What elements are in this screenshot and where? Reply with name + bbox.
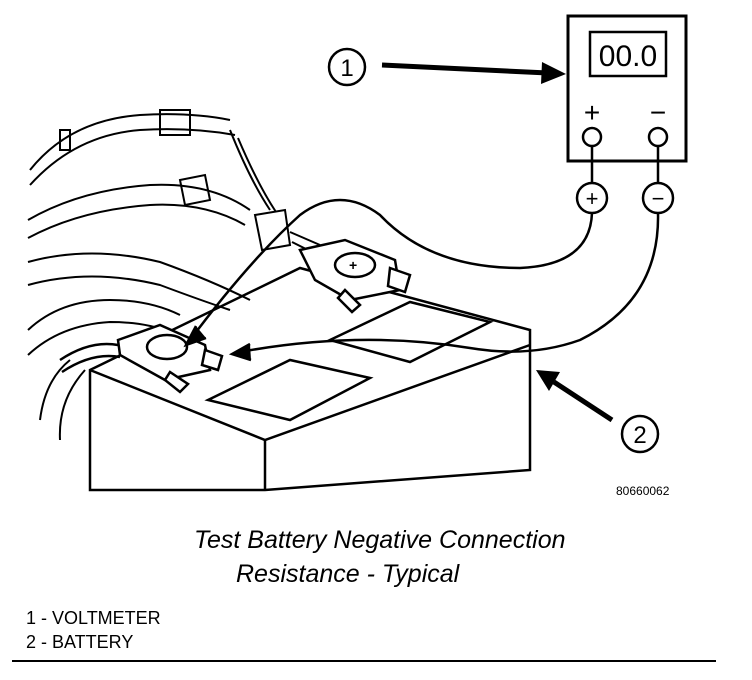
battery-cell-cap-front [204, 358, 374, 422]
callout-2: 2 [536, 370, 660, 454]
legend-item-voltmeter: 1 - VOLTMETER [26, 608, 161, 628]
meter-reading: 00.0 [599, 40, 657, 73]
callout-2-number: 2 [633, 422, 646, 449]
negative-probe-sign: − [652, 186, 665, 211]
callout-1-number: 1 [340, 55, 353, 82]
terminal-sign: + [349, 257, 357, 273]
caption-line-2: Resistance - Typical [236, 560, 460, 588]
bottom-rule [12, 660, 716, 662]
voltmeter-display [588, 30, 668, 78]
caption-line-1: Test Battery Negative Connection [194, 526, 566, 554]
positive-probe-sign: + [586, 186, 599, 211]
battery-cell-cap-rear [326, 300, 494, 364]
battery [88, 266, 532, 492]
battery-test-diagram: + 00.0 + − + − 1 [27, 14, 688, 492]
callout-1: 1 [327, 47, 566, 87]
positive-terminal: + [298, 238, 412, 314]
positive-jack-icon [581, 126, 603, 148]
negative-jack-icon [647, 126, 669, 148]
figure-id: 80660062 [616, 484, 670, 498]
legend-item-battery: 2 - BATTERY [26, 632, 134, 652]
voltmeter: 00.0 + − [566, 14, 688, 182]
legend: 1 - VOLTMETER 2 - BATTERY [26, 606, 161, 654]
test-leads [183, 181, 675, 362]
meter-plus-label: + [584, 97, 600, 128]
negative-terminal [59, 323, 224, 394]
meter-minus-label: − [650, 97, 666, 128]
